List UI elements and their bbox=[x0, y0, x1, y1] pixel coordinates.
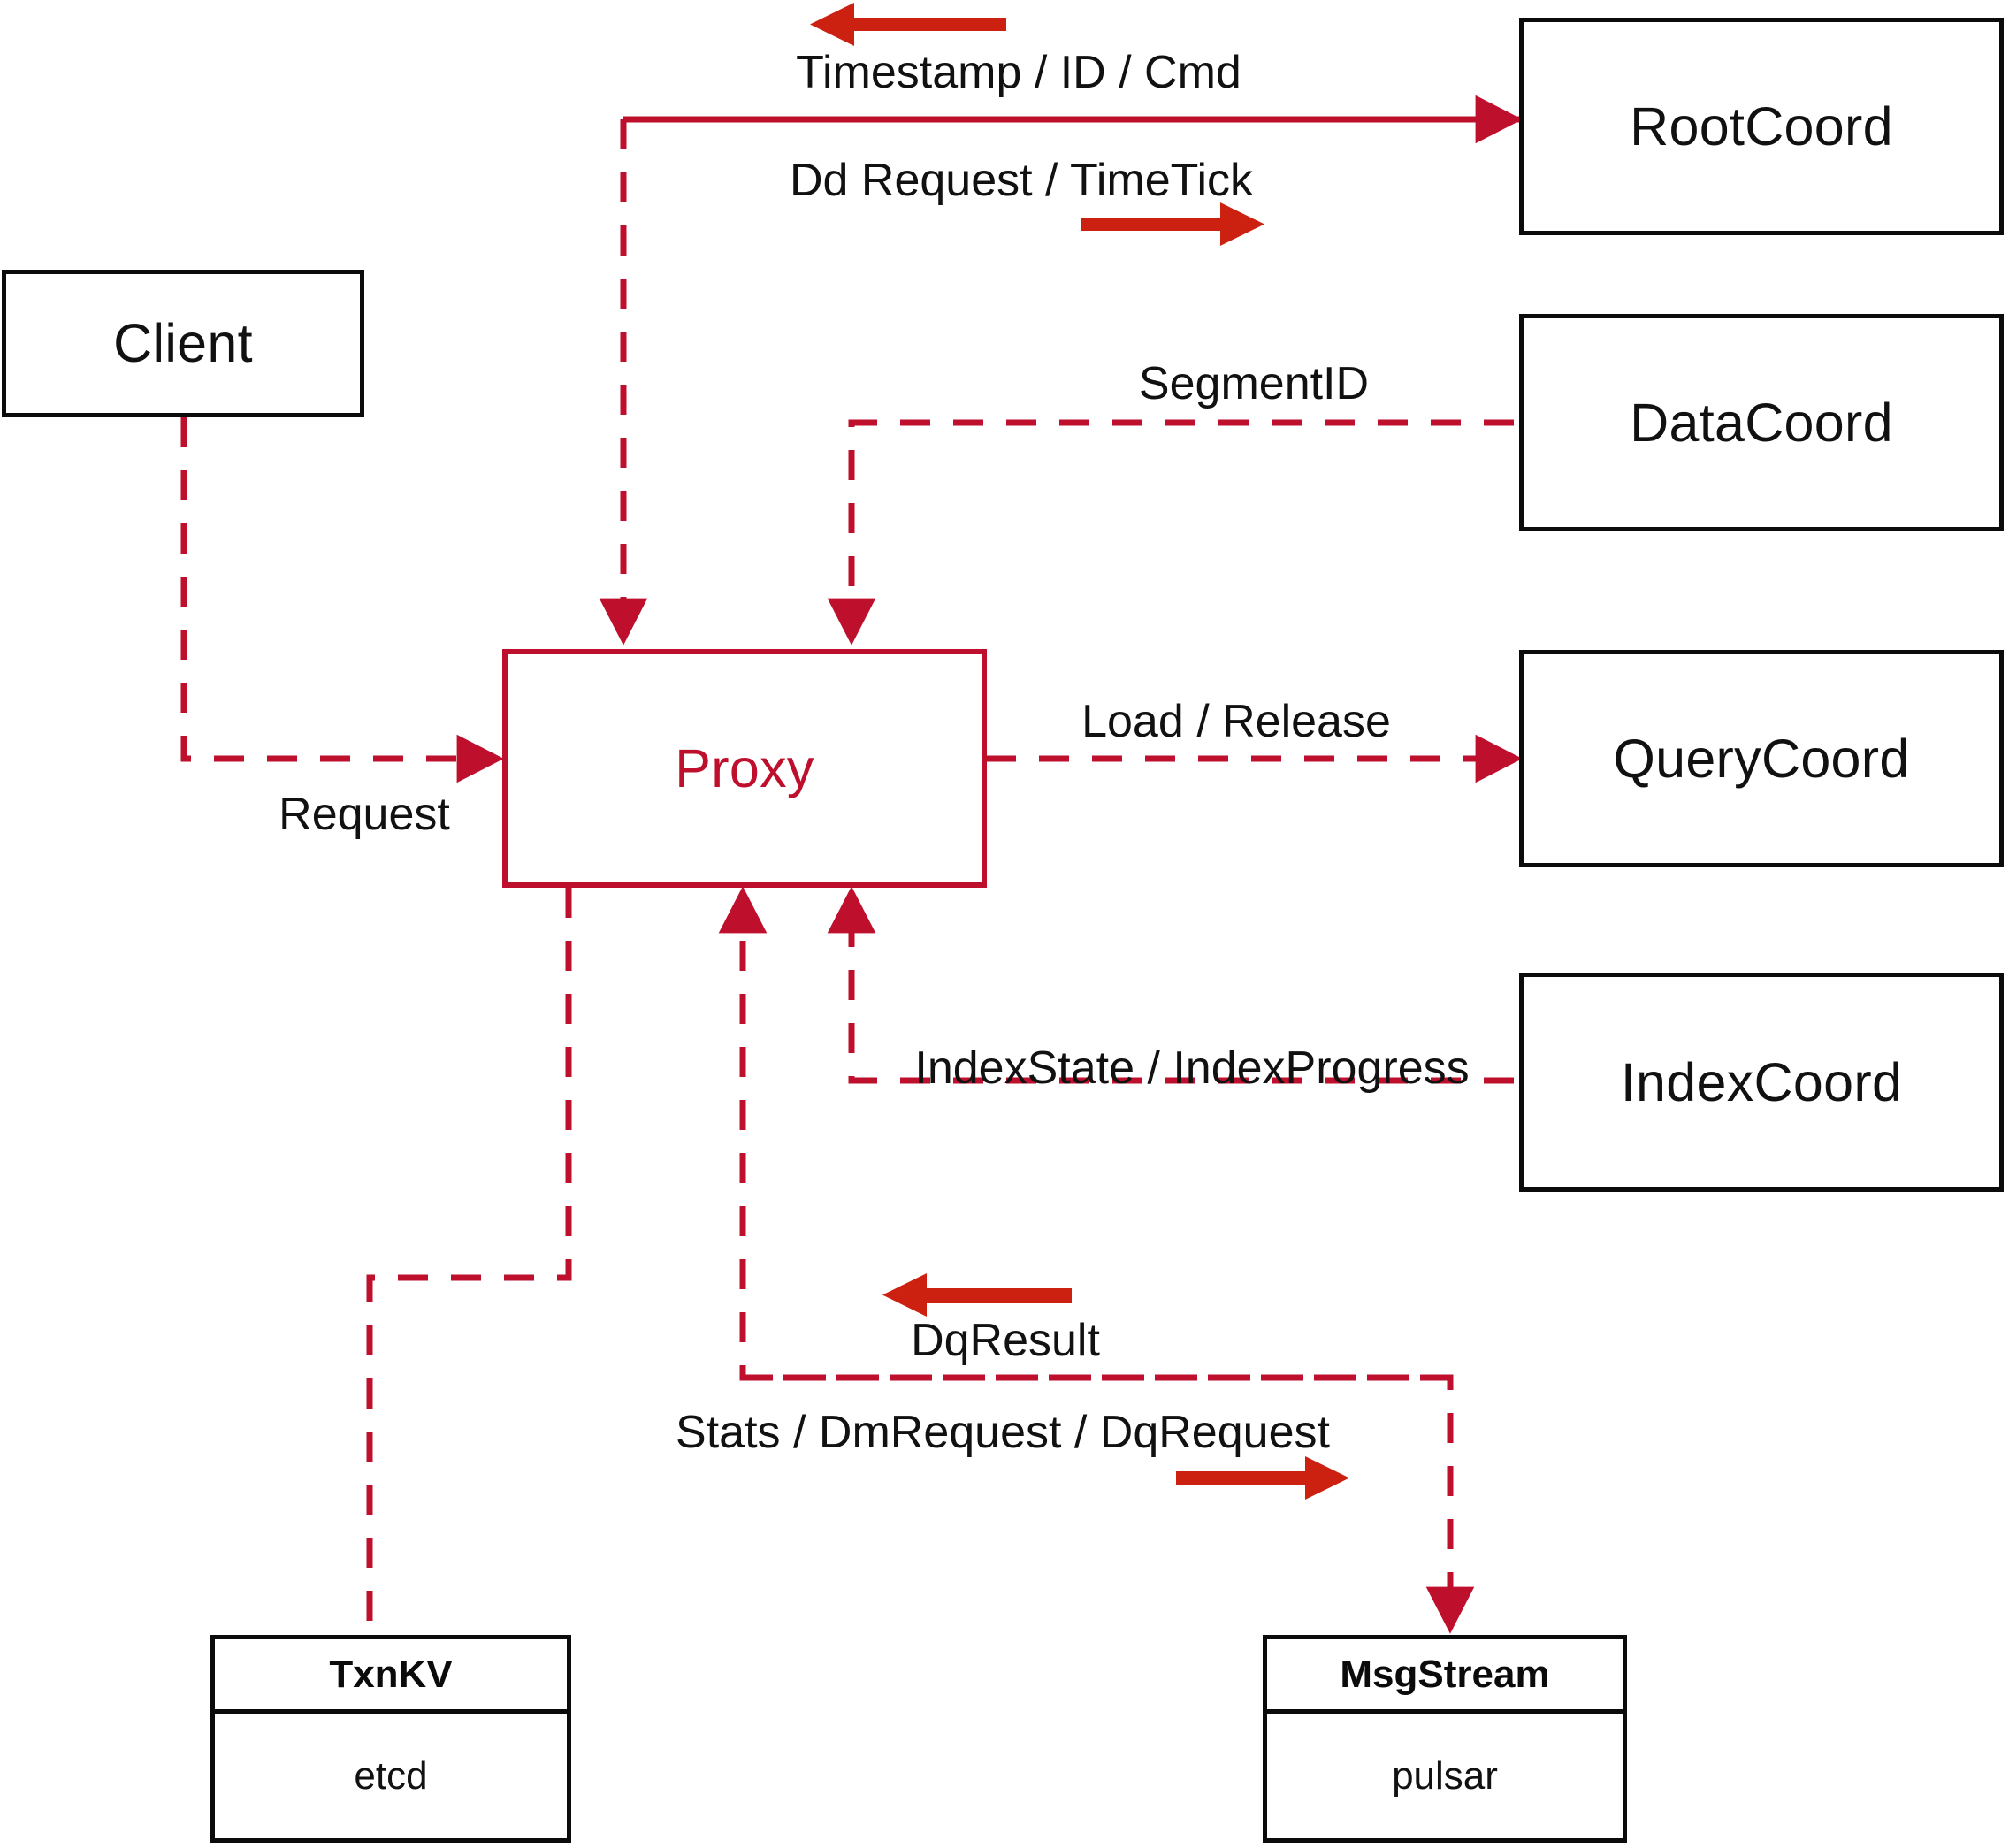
node-datacoord[interactable]: DataCoord bbox=[1519, 314, 2004, 531]
node-proxy-label: Proxy bbox=[675, 737, 814, 798]
node-msgstream-header: MsgStream bbox=[1267, 1639, 1623, 1714]
node-indexcoord-label: IndexCoord bbox=[1620, 1051, 1903, 1112]
node-rootcoord-label: RootCoord bbox=[1630, 95, 1893, 157]
edge-label-segment-id: SegmentID bbox=[1138, 358, 1370, 409]
edge-stats-dm-dq-request bbox=[743, 1374, 1475, 1634]
edge-label-timestamp-id-cmd: Timestamp / ID / Cmd bbox=[796, 47, 1241, 98]
edge-request bbox=[180, 417, 504, 783]
edge-index-state-progress bbox=[827, 886, 1514, 1084]
node-msgstream-body: pulsar bbox=[1267, 1714, 1623, 1838]
edge-dq-result bbox=[718, 886, 1450, 1381]
node-msgstream-header-label: MsgStream bbox=[1340, 1652, 1550, 1696]
edge-label-dd-request-timetick: Dd Request / TimeTick bbox=[789, 155, 1254, 206]
direction-arrow-dq-result bbox=[882, 1273, 1072, 1317]
edge-segment-id bbox=[827, 419, 1514, 645]
edge-proxy-txnkv bbox=[366, 888, 572, 1631]
direction-arrow-dd-request-timetick bbox=[1081, 202, 1264, 246]
node-proxy[interactable]: Proxy bbox=[502, 649, 987, 888]
node-querycoord[interactable]: QueryCoord bbox=[1519, 650, 2004, 867]
edge-label-dq-result: DqResult bbox=[911, 1315, 1100, 1366]
node-txnkv-body: etcd bbox=[215, 1714, 567, 1838]
node-querycoord-label: QueryCoord bbox=[1613, 728, 1910, 789]
edge-label-load-release: Load / Release bbox=[1081, 696, 1391, 747]
direction-arrow-group bbox=[810, 3, 1349, 1500]
direction-arrow-timestamp-id-cmd bbox=[810, 3, 1006, 46]
node-client[interactable]: Client bbox=[2, 270, 364, 417]
node-client-label: Client bbox=[113, 313, 253, 373]
direction-arrow-stats-dm-dq-request bbox=[1176, 1456, 1349, 1500]
edge-label-request: Request bbox=[279, 789, 450, 840]
node-indexcoord[interactable]: IndexCoord bbox=[1519, 973, 2004, 1192]
node-txnkv-body-label: etcd bbox=[354, 1753, 428, 1798]
node-txnkv-header: TxnKV bbox=[215, 1639, 567, 1714]
node-rootcoord[interactable]: RootCoord bbox=[1519, 18, 2004, 235]
edge-label-index-state-progress: IndexState / IndexProgress bbox=[914, 1042, 1470, 1094]
node-msgstream[interactable]: MsgStream pulsar bbox=[1263, 1635, 1627, 1843]
node-msgstream-body-label: pulsar bbox=[1392, 1753, 1498, 1798]
edge-label-stats-dm-dq-request: Stats / DmRequest / DqRequest bbox=[676, 1407, 1330, 1458]
node-txnkv-header-label: TxnKV bbox=[329, 1652, 453, 1696]
node-txnkv[interactable]: TxnKV etcd bbox=[210, 1635, 571, 1843]
node-datacoord-label: DataCoord bbox=[1630, 392, 1893, 453]
